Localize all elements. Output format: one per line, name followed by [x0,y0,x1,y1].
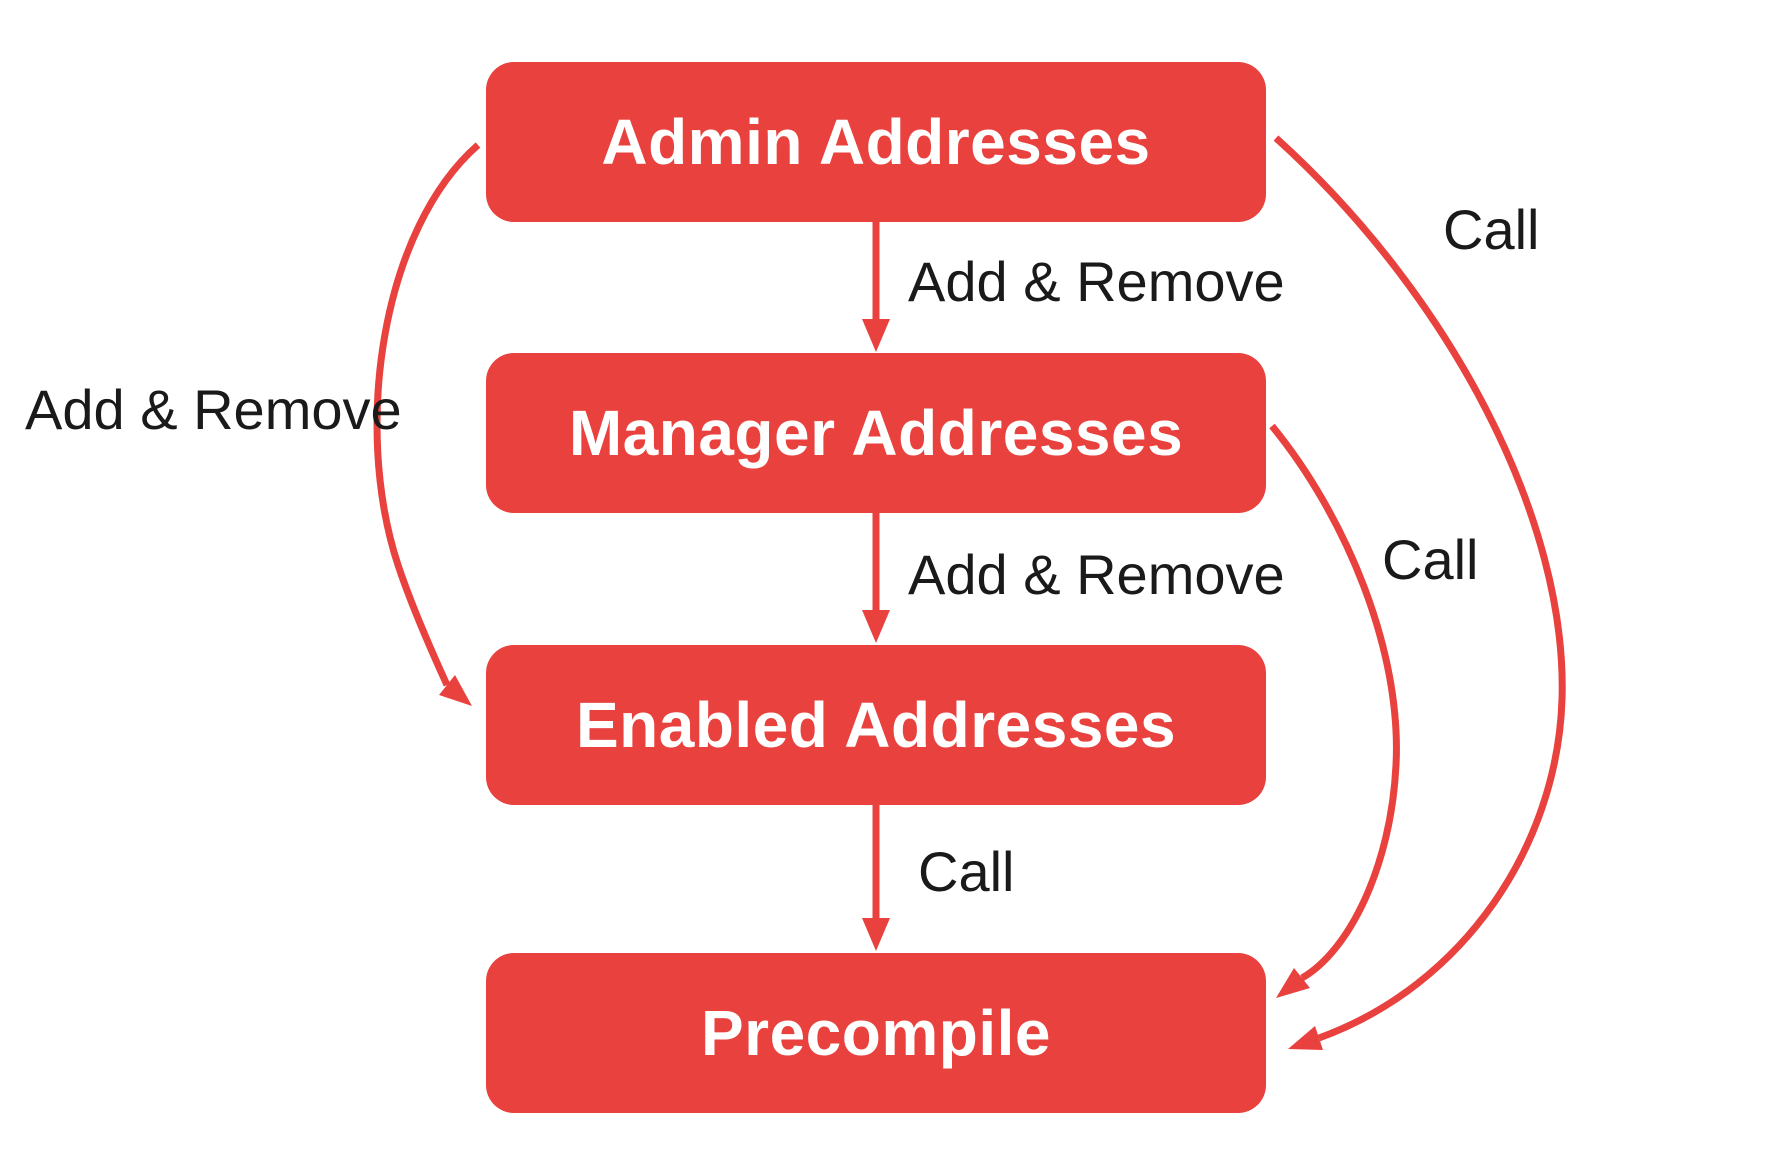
node-precompile: Precompile [486,953,1266,1113]
edge-label-admin-to-manager: Add & Remove [908,250,1285,313]
node-admin-addresses-label: Admin Addresses [601,106,1151,178]
edge-admin-to-precompile [1273,135,1566,1050]
edge-label-manager-to-precompile: Call [1382,528,1479,591]
node-manager-addresses: Manager Addresses [486,353,1266,513]
edge-manager-to-enabled [862,513,890,643]
edge-manager-to-enabled-arrowhead [862,610,890,643]
node-manager-addresses-label: Manager Addresses [568,397,1184,469]
edge-label-enabled-to-precompile: Call [918,840,1015,903]
node-precompile-label: Precompile [700,997,1052,1069]
edge-admin-to-enabled-arrowhead [439,675,472,706]
edge-admin-to-enabled-line [373,142,481,687]
edge-admin-to-manager [862,222,890,352]
edge-admin-to-manager-arrowhead [862,319,890,352]
node-enabled-addresses-label: Enabled Addresses [575,689,1177,761]
edge-label-admin-to-precompile: Call [1443,198,1540,261]
edge-manager-to-precompile-line [1269,423,1400,982]
edge-label-manager-to-enabled: Add & Remove [908,543,1285,606]
edge-label-admin-to-enabled: Add & Remove [25,378,402,441]
node-admin-addresses: Admin Addresses [486,62,1266,222]
node-enabled-addresses: Enabled Addresses [486,645,1266,805]
edge-admin-to-precompile-arrowhead [1288,1026,1323,1050]
edge-enabled-to-precompile [862,805,890,951]
edge-manager-to-precompile [1269,423,1400,998]
edge-manager-to-precompile-arrowhead [1276,968,1310,998]
edge-admin-to-precompile-line [1273,135,1566,1042]
edge-enabled-to-precompile-arrowhead [862,918,890,951]
edge-admin-to-enabled [373,142,481,706]
